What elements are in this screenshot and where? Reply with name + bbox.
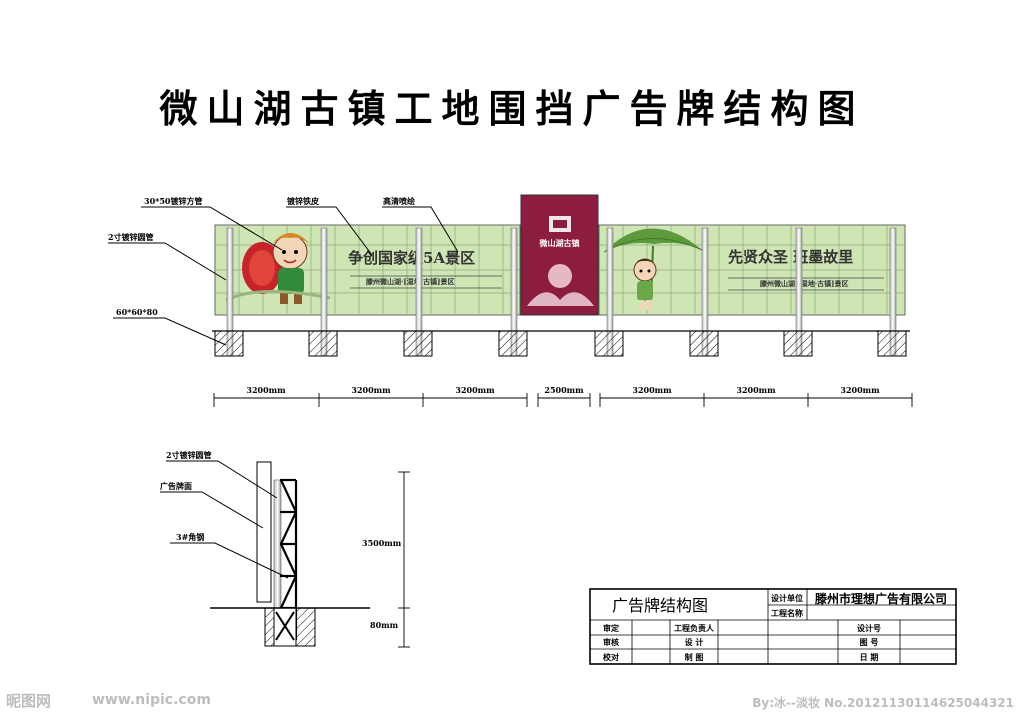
side-view: 3500mm 80mm 2寸镀锌圆管 广告牌面 3#角钢 xyxy=(160,450,410,648)
title-block-project-name-label: 工程名称 xyxy=(771,608,803,618)
dimension-label: 3200mm xyxy=(840,385,880,395)
page-title: 微山湖古镇工地围挡广告牌结构图 xyxy=(159,86,865,131)
callout-iron-sheet: 镀锌铁皮 xyxy=(287,196,319,206)
side-round-pipe xyxy=(273,479,282,609)
title-block-design-no-label: 设计号 xyxy=(857,623,881,633)
front-view: 争创国家级5A景区 滕州微山湖·[湿地·古镇]景区 微山湖古镇 xyxy=(108,194,913,407)
callout-hd-print: 高清喷绘 xyxy=(383,196,415,206)
title-block-drawing-name: 广告牌结构图 xyxy=(612,596,708,615)
dimension-label: 3200mm xyxy=(455,385,495,395)
title-block-drawing-no-label: 图 号 xyxy=(860,637,879,647)
left-panel-slogan: 争创国家级5A景区 xyxy=(348,249,475,267)
watermark-credit: By:冰--淡妆 No.20121130114625044321 xyxy=(752,696,1014,710)
callout-foundation-size: 60*60*80 xyxy=(116,307,158,317)
callout-round-pipe: 2寸镀锌圆管 xyxy=(108,232,154,242)
cartoon-boy-fish-icon xyxy=(225,233,331,304)
side-panel-face xyxy=(256,461,272,603)
dimension-label: 2500mm xyxy=(544,385,584,395)
callout-leaders xyxy=(108,206,459,346)
cartoon-girl-lotus-icon xyxy=(603,228,703,310)
side-callout-leaders xyxy=(160,460,289,579)
left-panel-subtitle: 滕州微山湖·[湿地·古镇]景区 xyxy=(365,277,455,286)
right-panel-slogan: 先贤众圣 班墨故里 xyxy=(728,248,853,266)
left-billboard-panel: 争创国家级5A景区 滕州微山湖·[湿地·古镇]景区 xyxy=(214,224,521,316)
title-block-design-unit-label: 设计单位 xyxy=(771,593,803,603)
dimension-label: 3200mm xyxy=(351,385,391,395)
right-panel-subtitle: 滕州微山湖·[湿地·古镇]景区 xyxy=(759,279,849,288)
watermark-logo: 昵图网 xyxy=(6,692,52,710)
title-block-proof-label: 校对 xyxy=(603,652,619,662)
callout-square-tube: 30*50镀锌方管 xyxy=(144,196,202,206)
dimension-lines xyxy=(213,393,913,407)
side-dimension-lines xyxy=(398,471,410,648)
side-base-dimension: 80mm xyxy=(370,620,399,630)
watermark-site: www.nipic.com xyxy=(92,692,211,708)
dimension-label: 3200mm xyxy=(736,385,776,395)
title-block-draft-label: 制 图 xyxy=(685,652,704,662)
title-block-design-label: 设 计 xyxy=(685,637,704,647)
center-panel-name: 微山湖古镇 xyxy=(539,238,580,248)
center-billboard-panel: 微山湖古镇 xyxy=(520,194,599,316)
steel-poles xyxy=(226,227,897,357)
side-callout-panel-face: 广告牌面 xyxy=(160,481,192,491)
title-block-review-label: 审定 xyxy=(603,623,619,633)
title-block: 广告牌结构图 设计单位 滕州市理想广告有限公司 工程名称 审定 工程负责人 审核… xyxy=(589,588,957,665)
title-block-project-lead-label: 工程负责人 xyxy=(674,623,715,633)
side-callout-angle-steel: 3#角钢 xyxy=(176,532,204,542)
side-callout-round-pipe: 2寸镀锌圆管 xyxy=(166,450,212,460)
dimension-label: 3200mm xyxy=(632,385,672,395)
title-block-date-label: 日 期 xyxy=(860,652,879,662)
dimension-label: 3200mm xyxy=(246,385,286,395)
title-block-design-unit-value: 滕州市理想广告有限公司 xyxy=(815,591,947,606)
side-height-dimension: 3500mm xyxy=(362,538,402,548)
concrete-foundations xyxy=(214,330,907,357)
title-block-check-label: 审核 xyxy=(603,637,619,647)
right-billboard-panel: 先贤众圣 班墨故里 滕州微山湖·[湿地·古镇]景区 xyxy=(598,224,906,316)
